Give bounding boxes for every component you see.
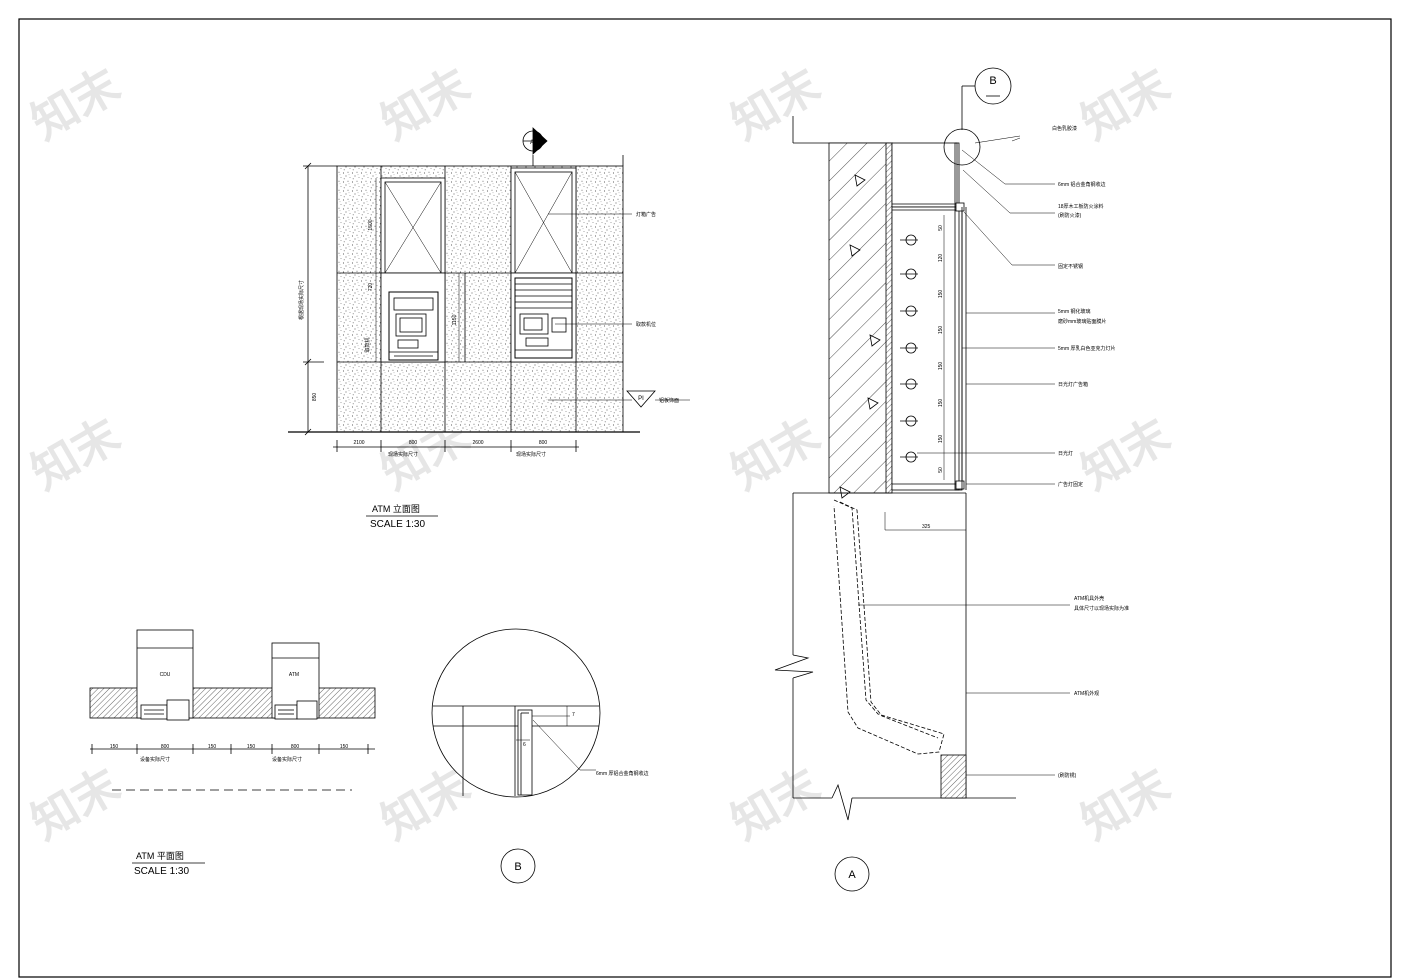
spacing-dim-2: 120 <box>938 254 944 263</box>
plan-dim-note-1: 设备实际尺寸 <box>140 756 170 763</box>
spacing-dim-4: 150 <box>938 326 944 335</box>
watermark: 知末 <box>1072 757 1179 850</box>
callout-rustproof: (刷防锈) <box>1058 772 1077 779</box>
dim-bottom-1: 2100 <box>353 440 364 446</box>
callout-aluminium-angle: 6mm 铝合金角钢收边 <box>1058 181 1106 188</box>
elevation-title: ATM 立面图 <box>372 503 420 514</box>
callout-atm-position: 取款机位 <box>636 321 656 328</box>
watermark: 知末 <box>722 407 829 500</box>
watermark: 知末 <box>722 757 829 850</box>
callout-acrylic: 5mm 厚乳白色亚克力灯片 <box>1058 345 1116 352</box>
watermark: 知末 <box>1072 407 1179 500</box>
callout-fireproof: (刷防火漆) <box>1058 212 1082 219</box>
callout-latex-paint: 白色乳胶漆 <box>1052 125 1077 132</box>
dim-left-850: 850 <box>312 393 318 402</box>
atm-plan-text: CDU ATM 150 800 150 150 800 150 设备实际尺寸 设… <box>110 672 349 877</box>
plan-dim-2: 800 <box>161 744 170 750</box>
spacing-dim-7: 150 <box>938 435 944 444</box>
elevation-scale: SCALE 1:30 <box>370 519 425 530</box>
section-a-text: B A 白色乳胶漆 6mm 铝合金角钢收边 18厚木工板防火涂料 (刷防火漆) … <box>848 75 1129 881</box>
spacing-dim-1: 50 <box>938 225 944 231</box>
callout-atm-shell: ATM机具外壳 <box>1074 595 1104 602</box>
plan-cdu-label: CDU <box>160 672 171 678</box>
watermark: 知末 <box>22 757 129 850</box>
plan-dim-5: 800 <box>291 744 300 750</box>
section-concrete-wall <box>828 142 890 494</box>
plan-title: ATM 平面图 <box>136 851 184 861</box>
callout-aluminium-panel: 铝板饰面 <box>659 397 679 404</box>
atm-plan <box>89 629 376 791</box>
fluorescent-tubes <box>900 234 918 463</box>
dim-bottom-3: 2600 <box>472 440 483 446</box>
dim-inner-1150: 1150 <box>452 314 458 325</box>
detail-b-dim-2: 6 <box>523 742 526 748</box>
dim-bottom-note-2: 现场实际尺寸 <box>516 451 546 458</box>
depth-dim: 325 <box>922 524 931 530</box>
callout-fixing: 广告灯固定 <box>1058 481 1083 488</box>
plan-atm-label: ATM <box>289 672 299 678</box>
callout-atm-exterior: ATM机外观 <box>1074 690 1099 697</box>
sheet-frame <box>18 18 1392 978</box>
detail-b-marker <box>500 848 536 884</box>
plan-scale: SCALE 1:30 <box>134 866 189 877</box>
watermark: 知末 <box>22 57 129 150</box>
callout-glass: 5mm 钢化玻璃 <box>1058 308 1091 315</box>
detail-b <box>431 628 601 884</box>
watermark: 知末 <box>22 407 129 500</box>
plan-wall <box>89 687 376 719</box>
atm-machine-left <box>388 291 439 361</box>
section-a-marker-label: A <box>848 869 856 881</box>
detail-b-text: 7 6 6mm 厚铝合金角钢收边 B <box>514 712 648 873</box>
callout-lightbox: 灯箱广告 <box>636 211 656 218</box>
atm-elevation <box>288 127 690 452</box>
detail-b-dim-1: 7 <box>572 712 575 718</box>
spacing-dim-5: 150 <box>938 362 944 371</box>
callout-plywood: 18厚木工板防火涂料 <box>1058 203 1104 210</box>
elevation-granite-wall <box>336 165 624 433</box>
dim-inner-720: 720 <box>368 283 374 292</box>
section-a-marker <box>834 856 870 892</box>
spacing-dim-3: 150 <box>938 290 944 299</box>
dim-bottom-2: 800 <box>409 440 418 446</box>
spacing-dim-6: 150 <box>938 399 944 408</box>
callout-lamp: 日光灯 <box>1058 450 1073 457</box>
dim-bottom-note-1: 现场实际尺寸 <box>388 451 418 458</box>
plan-dim-note-2: 设备实际尺寸 <box>272 756 302 763</box>
plan-dim-3: 150 <box>208 744 217 750</box>
callout-site-size: 具体尺寸以现场实际为准 <box>1074 605 1129 612</box>
dim-bottom-4: 800 <box>539 440 548 446</box>
section-marker-b-label: B <box>989 75 996 87</box>
spacing-dim-8: 50 <box>938 467 944 473</box>
plan-dim-1: 150 <box>110 744 119 750</box>
detail-b-marker-label: B <box>514 861 521 873</box>
watermark: 知末 <box>372 57 479 150</box>
callout-film: 磨砂mm玻璃贴面膜片 <box>1058 318 1106 325</box>
detail-b-circle <box>431 628 601 798</box>
callout-stainless: 固定不锈钢 <box>1058 263 1083 270</box>
detail-b-callout: 6mm 厚铝合金角钢收边 <box>596 770 649 777</box>
section-lightbox <box>891 206 963 491</box>
dim-inner-1500: 1500 <box>368 219 374 230</box>
watermark: 知末 <box>722 57 829 150</box>
watermark: 知末 <box>1072 57 1179 150</box>
section-marker-a-label: A <box>530 140 534 146</box>
atm-label: 取款机 <box>364 337 371 352</box>
callout-adbox: 日光灯广告箱 <box>1058 381 1088 388</box>
plan-dim-4: 150 <box>247 744 256 750</box>
section-a <box>774 67 1070 892</box>
dim-left-total: 根据现场实际尺寸 <box>298 280 305 320</box>
plan-dim-6: 150 <box>340 744 349 750</box>
atm-elevation-text: A PI 灯箱广告 取款机位 铝板饰面 2100 800 2600 800 现场… <box>298 140 679 530</box>
finish-tag-label: PI <box>638 396 644 402</box>
